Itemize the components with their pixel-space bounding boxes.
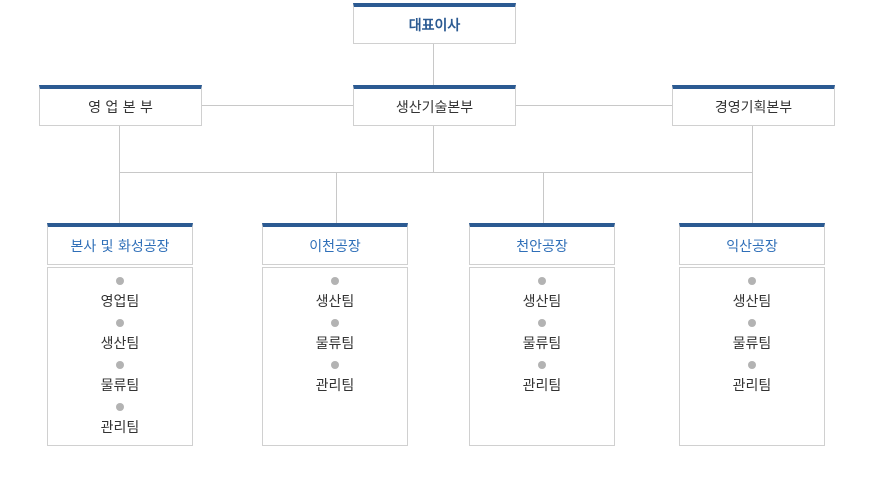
team-item: 생산팀 [263, 277, 407, 311]
team-label: 생산팀 [732, 294, 772, 310]
connector-icheon-drop [336, 172, 337, 224]
plant-icheon-box: 이천공장 [262, 223, 408, 265]
team-label: 생산팀 [100, 336, 140, 352]
team-item: 관리팀 [470, 361, 614, 395]
bullet-dot-icon [331, 277, 339, 285]
team-label: 물류팀 [315, 336, 355, 352]
bullet-dot-icon [116, 403, 124, 411]
bullet-dot-icon [331, 361, 339, 369]
bullet-dot-icon [331, 319, 339, 327]
team-label: 물류팀 [522, 336, 562, 352]
plant-cheonan-team-list: 생산팀 물류팀 관리팀 [469, 267, 615, 446]
bullet-dot-icon [748, 361, 756, 369]
plant-hq-hwaseong-box: 본사 및 화성공장 [47, 223, 193, 265]
division-production-tech-box: 생산기술본부 [353, 85, 516, 126]
team-item: 물류팀 [680, 319, 824, 353]
connector-cheonan-drop [543, 172, 544, 224]
team-label: 관리팀 [100, 420, 140, 436]
bullet-dot-icon [538, 277, 546, 285]
bullet-dot-icon [748, 319, 756, 327]
ceo-label: 대표이사 [408, 18, 461, 34]
team-label: 물류팀 [732, 336, 772, 352]
team-item: 물류팀 [470, 319, 614, 353]
team-item: 생산팀 [470, 277, 614, 311]
team-label: 영업팀 [100, 294, 140, 310]
team-label: 생산팀 [315, 294, 355, 310]
team-label: 물류팀 [100, 378, 140, 394]
bullet-dot-icon [116, 319, 124, 327]
team-label: 관리팀 [732, 378, 772, 394]
division-planning-label: 경영기획본부 [714, 100, 793, 116]
connector-planning-down [752, 125, 753, 224]
plant-icheon-team-list: 생산팀 물류팀 관리팀 [262, 267, 408, 446]
division-planning-box: 경영기획본부 [672, 85, 835, 126]
connector-sales-to-tech [201, 105, 354, 106]
bullet-dot-icon [116, 361, 124, 369]
connector-tech-to-planning [515, 105, 673, 106]
team-label: 생산팀 [522, 294, 562, 310]
plant-hq-hwaseong-team-list: 영업팀 생산팀 물류팀 관리팀 [47, 267, 193, 446]
plant-iksan-team-list: 생산팀 물류팀 관리팀 [679, 267, 825, 446]
bullet-dot-icon [538, 361, 546, 369]
plant-iksan-box: 익산공장 [679, 223, 825, 265]
plant-cheonan-label: 천안공장 [516, 238, 568, 255]
connector-tech-down [433, 125, 434, 172]
team-item: 관리팀 [48, 403, 192, 437]
team-label: 관리팀 [315, 378, 355, 394]
plant-iksan-label: 익산공장 [726, 238, 778, 255]
plant-cheonan-box: 천안공장 [469, 223, 615, 265]
plant-hq-hwaseong-label: 본사 및 화성공장 [70, 238, 170, 255]
bullet-dot-icon [538, 319, 546, 327]
team-item: 관리팀 [263, 361, 407, 395]
division-production-tech-label: 생산기술본부 [395, 100, 474, 116]
connector-plant-bus [119, 172, 753, 173]
team-item: 물류팀 [48, 361, 192, 395]
team-item: 생산팀 [48, 319, 192, 353]
team-item: 관리팀 [680, 361, 824, 395]
connector-ceo-to-tech [433, 43, 434, 86]
bullet-dot-icon [748, 277, 756, 285]
team-item: 생산팀 [680, 277, 824, 311]
bullet-dot-icon [116, 277, 124, 285]
team-item: 물류팀 [263, 319, 407, 353]
division-sales-label: 영 업 본 부 [88, 100, 153, 116]
connector-sales-down [119, 125, 120, 224]
team-item: 영업팀 [48, 277, 192, 311]
ceo-box: 대표이사 [353, 3, 516, 44]
team-label: 관리팀 [522, 378, 562, 394]
plant-icheon-label: 이천공장 [309, 238, 361, 255]
division-sales-box: 영 업 본 부 [39, 85, 202, 126]
